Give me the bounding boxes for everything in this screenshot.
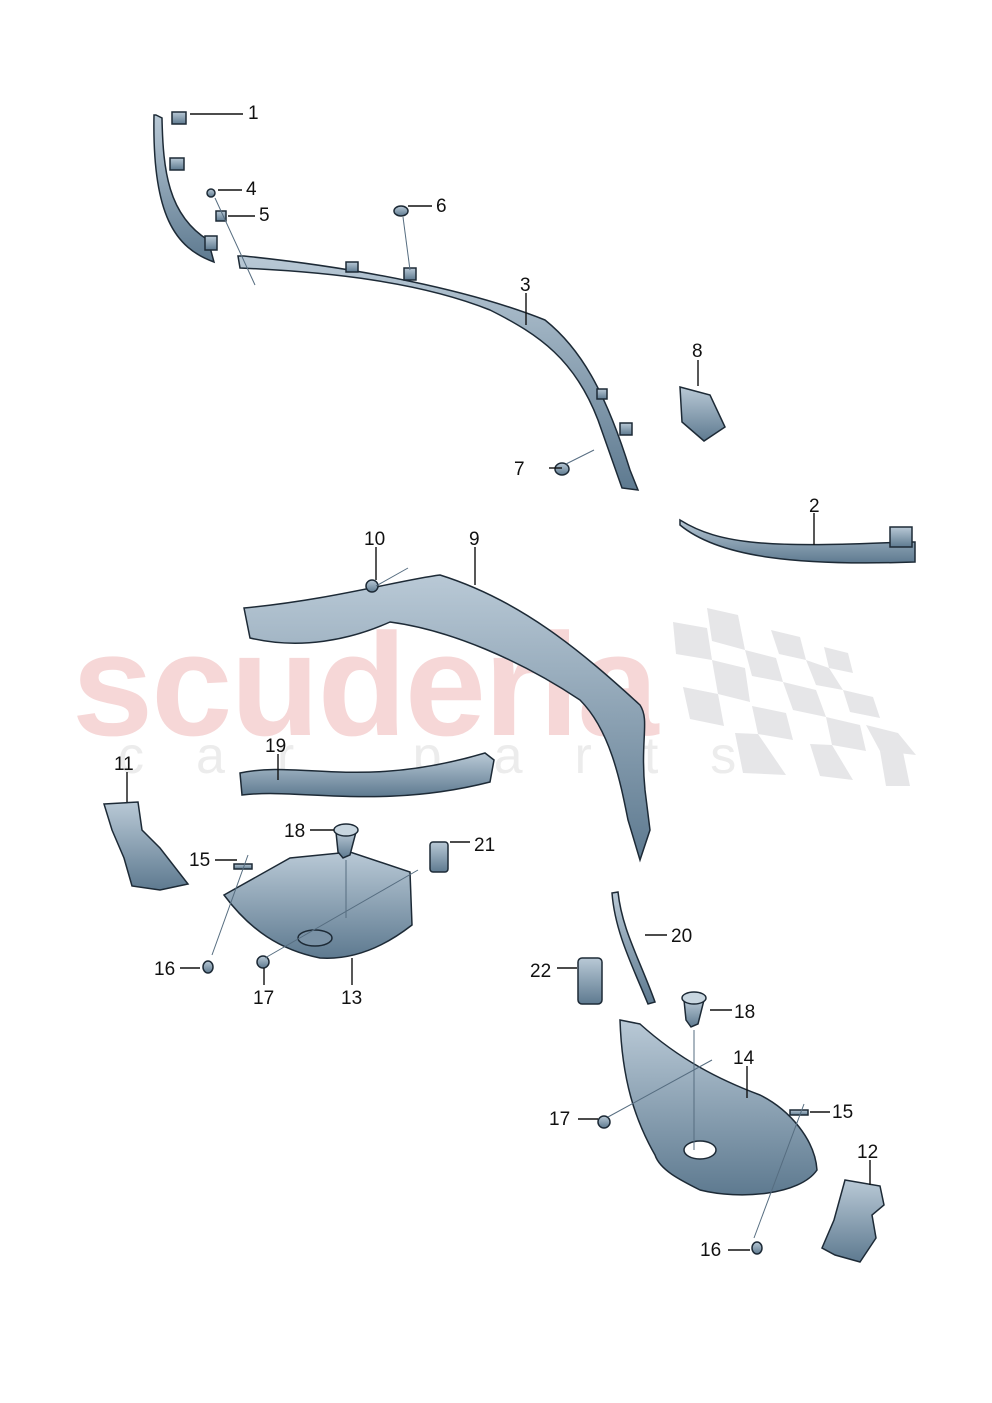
callout-19: 19 [265, 736, 287, 757]
part-20-seal [611, 891, 656, 1005]
part-12-bracket [821, 1179, 885, 1263]
part-9-frame [243, 574, 651, 863]
callout-4: 4 [246, 179, 257, 200]
callout-14: 14 [733, 1048, 755, 1069]
part-4-screw [206, 188, 216, 198]
callout-10: 10 [364, 529, 386, 550]
leader-lines [126, 113, 871, 1251]
callout-16b: 16 [700, 1240, 722, 1261]
callout-2: 2 [809, 496, 820, 517]
part-3-trim-rail [237, 255, 640, 491]
part-6-clip [393, 205, 409, 217]
part-16-screw [202, 960, 214, 974]
callout-7: 7 [514, 459, 525, 480]
part-2-trim-strip [679, 518, 916, 564]
callout-17a: 17 [253, 988, 275, 1009]
part-22-clip [577, 957, 603, 1005]
part-11-bracket [103, 801, 190, 891]
callout-3: 3 [520, 275, 531, 296]
callout-9: 9 [469, 529, 480, 550]
part-19-seal [239, 752, 495, 798]
callout-11: 11 [114, 754, 134, 775]
part-8-bracket [679, 386, 726, 442]
callout-16a: 16 [154, 959, 176, 980]
part-7-grommet [554, 462, 570, 476]
callout-6: 6 [436, 196, 447, 217]
callout-5: 5 [259, 205, 270, 226]
callout-22: 22 [530, 961, 552, 982]
callout-18a: 18 [284, 821, 306, 842]
callout-15b: 15 [832, 1102, 854, 1123]
callout-8: 8 [692, 341, 703, 362]
callout-12: 12 [857, 1142, 879, 1163]
callout-17b: 17 [549, 1109, 571, 1130]
part-1-tab [171, 111, 187, 125]
callout-21: 21 [474, 835, 496, 856]
part-14-housing [619, 1019, 818, 1196]
part-21-clip [429, 841, 449, 873]
part-10-nut [365, 579, 379, 593]
callout-15a: 15 [189, 850, 211, 871]
callout-18b: 18 [734, 1002, 756, 1023]
part-13-housing [222, 851, 413, 959]
part-17-nut [256, 955, 270, 969]
callout-13: 13 [341, 988, 363, 1009]
callout-1: 1 [248, 103, 259, 124]
callout-20: 20 [671, 926, 693, 947]
